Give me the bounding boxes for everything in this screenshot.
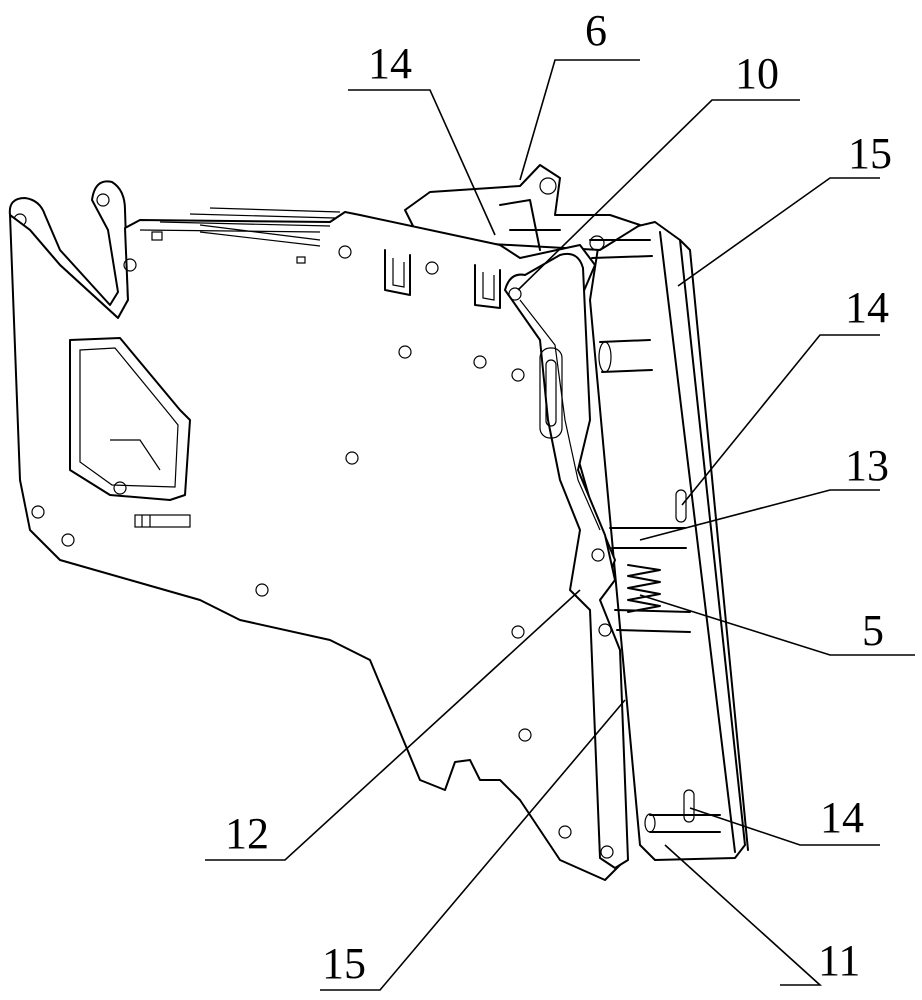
u-slots xyxy=(384,249,501,309)
plate-holes xyxy=(31,245,572,839)
label-12: 12 xyxy=(225,809,269,858)
rear-frame-plate xyxy=(589,221,749,861)
label-6: 6 xyxy=(585,6,607,55)
window-cutout xyxy=(69,337,191,501)
label-15-right: 15 xyxy=(848,129,892,178)
label-5: 5 xyxy=(862,606,884,655)
top-slats xyxy=(139,207,341,264)
label-10: 10 xyxy=(735,49,779,98)
part-labels: 14 6 10 15 14 13 5 14 12 15 11 xyxy=(225,6,892,988)
side-lever-plate xyxy=(504,252,629,869)
label-14-bottom: 14 xyxy=(820,793,864,842)
label-14-top: 14 xyxy=(368,39,412,88)
compression-spring xyxy=(627,564,661,613)
cross-rods xyxy=(589,239,721,833)
label-14-right: 14 xyxy=(845,283,889,332)
leader-lines xyxy=(205,59,915,991)
label-11: 11 xyxy=(818,936,860,985)
label-15-bottom: 15 xyxy=(322,939,366,988)
label-13: 13 xyxy=(845,441,889,490)
rear-plate-slots xyxy=(675,489,695,823)
